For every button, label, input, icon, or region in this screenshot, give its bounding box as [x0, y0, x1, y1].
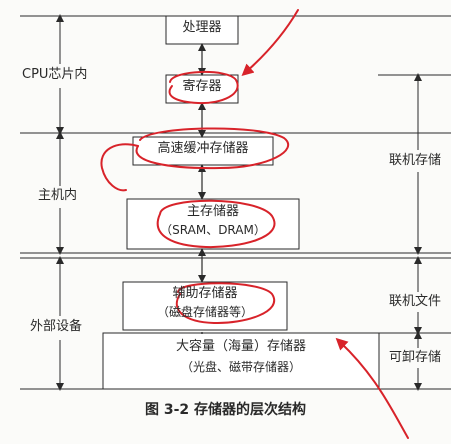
- main-memory-box: [126, 198, 300, 250]
- cache-box: [132, 136, 274, 166]
- cache-label: 高速缓冲存储器: [157, 141, 249, 156]
- red-annotations: [100, 9, 409, 439]
- figure-caption: 图 3-2 存储器的层次结构: [144, 402, 307, 418]
- mass-storage-label: 大容量（海量）存储器: [175, 339, 306, 354]
- bottom-right-arrow-annotation: [335, 337, 409, 439]
- main-memory-label: 主存储器: [186, 204, 239, 219]
- host-label: 主机内: [38, 188, 78, 203]
- mass-storage-sublabel: （光盘、磁带存储器）: [180, 360, 301, 374]
- mass-storage-box: [102, 332, 380, 390]
- register-circle-annotation: [168, 71, 239, 105]
- register-label: 寄存器: [182, 79, 222, 94]
- processor-label: 处理器: [182, 20, 222, 35]
- main-memory-circle-annotation: [156, 199, 276, 249]
- removable-storage-label: 可卸存储: [389, 350, 442, 365]
- cache-loop-annotation: [100, 143, 139, 192]
- external-devices-label: 外部设备: [30, 319, 83, 334]
- top-right-arrow-annotation: [241, 9, 299, 76]
- online-file-label: 联机文件: [389, 294, 442, 309]
- auxiliary-circle-annotation: [175, 282, 276, 325]
- cache-circle-annotation: [135, 127, 290, 170]
- auxiliary-label: 辅助存储器: [172, 286, 238, 301]
- main-memory-sublabel: （SRAM、DRAM）: [160, 223, 266, 237]
- auxiliary-sublabel: （磁盘存储器等）: [156, 305, 253, 319]
- online-storage-label: 联机存储: [389, 153, 442, 168]
- cpu-chip-label: CPU芯片内: [22, 67, 88, 82]
